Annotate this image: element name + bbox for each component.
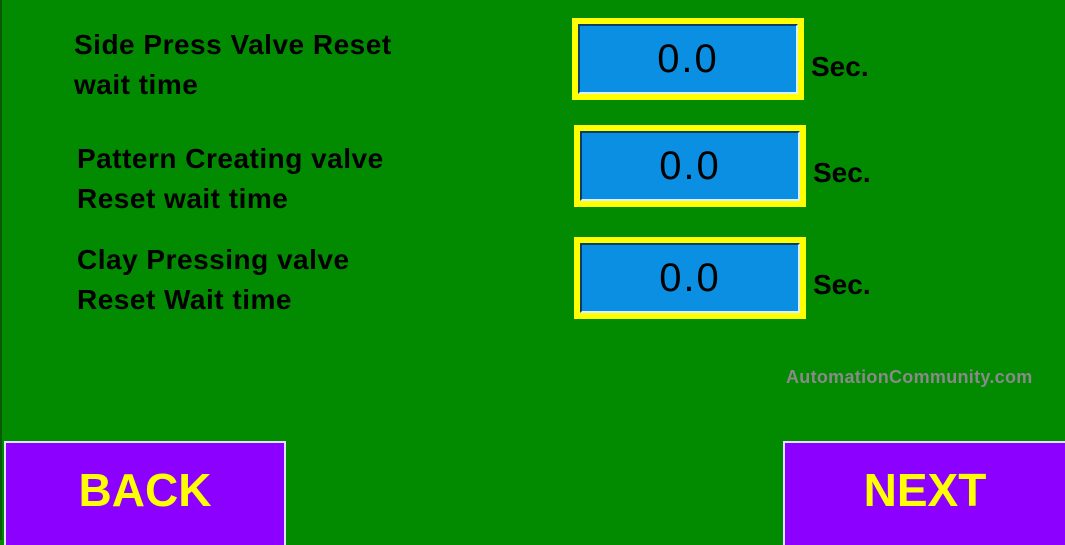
pattern-creating-reset-value-field[interactable]: 0.0 (574, 125, 806, 207)
side-press-reset-value-field[interactable]: 0.0 (572, 18, 804, 100)
unit-label: Sec. (811, 51, 869, 82)
label-line: Reset wait time (77, 183, 289, 214)
back-button[interactable]: BACK (4, 441, 286, 545)
value-display[interactable]: 0.0 (580, 243, 800, 313)
unit-label: Sec. (813, 269, 871, 300)
side-press-reset-label: Side Press Valve Reset wait time (74, 25, 392, 105)
value-display[interactable]: 0.0 (580, 131, 800, 201)
clay-pressing-reset-value-field[interactable]: 0.0 (574, 237, 806, 319)
label-line: Side Press Valve Reset (74, 29, 392, 60)
unit-label: Sec. (813, 157, 871, 188)
label-line: wait time (74, 69, 199, 100)
clay-pressing-reset-label: Clay Pressing valve Reset Wait time (77, 240, 350, 320)
label-line: Clay Pressing valve (77, 244, 350, 275)
value-display[interactable]: 0.0 (578, 24, 798, 94)
pattern-creating-reset-label: Pattern Creating valve Reset wait time (77, 139, 384, 219)
next-button[interactable]: NEXT (783, 441, 1065, 545)
watermark-text: AutomationCommunity.com (786, 367, 1033, 387)
label-line: Pattern Creating valve (77, 143, 384, 174)
label-line: Reset Wait time (77, 284, 292, 315)
